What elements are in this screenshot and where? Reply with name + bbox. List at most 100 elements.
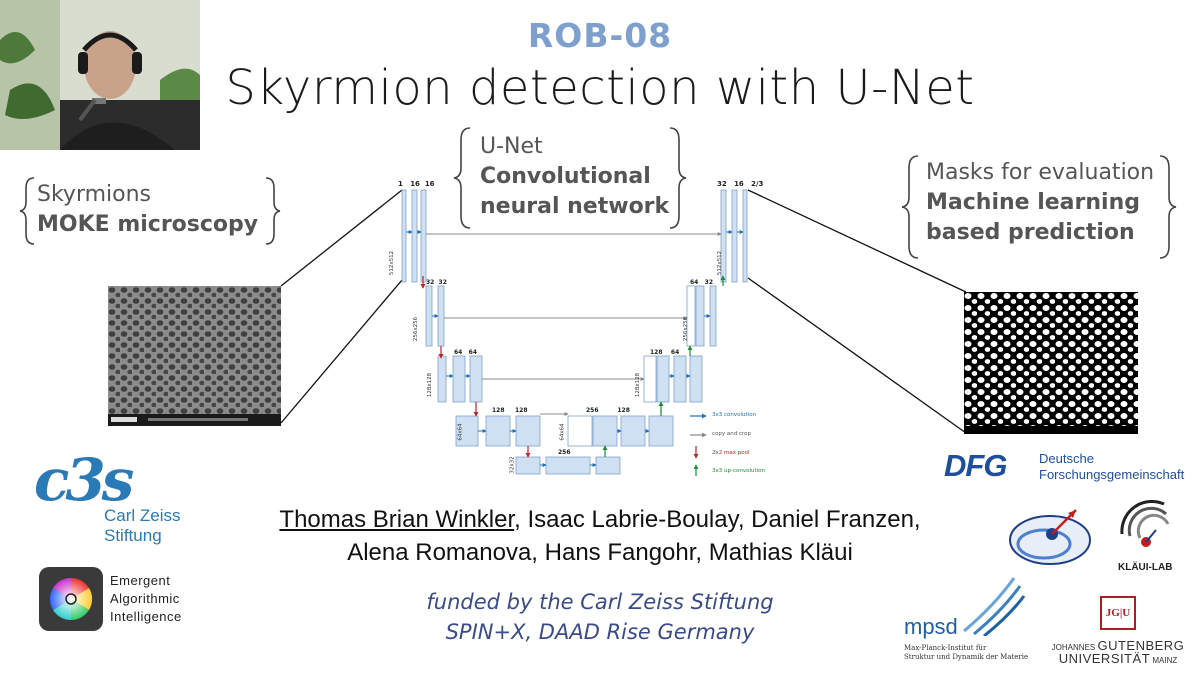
unet-legend-upconv: 3x3 up-convolution (712, 468, 766, 474)
eai-text-line3: Intelligence (110, 609, 182, 624)
dfg-text: Deutsche Forschungsgemeinschaft (1039, 451, 1184, 483)
eai-text-line1: Emergent (110, 573, 171, 588)
unet-channel-label: 64 (468, 349, 477, 356)
unet-level4-left-channels: 128 128 (492, 407, 528, 414)
unet-channel-label: 64 (670, 349, 680, 356)
left-label-group: Skyrmions MOKE microscopy (18, 176, 283, 246)
unet-level3-right-channels: 128 64 (650, 349, 679, 356)
mpsd-mark: mpsd (904, 614, 958, 639)
czs-text-line2: Stiftung (104, 526, 162, 545)
right-label-line2: Machine learning (926, 190, 1140, 215)
czs-mark: c3s (34, 446, 134, 514)
left-label-line2: MOKE microscopy (37, 212, 259, 237)
author-list: Thomas Brian Winkler, Isaac Labrie-Boula… (200, 503, 1000, 569)
center-label-group: U-Net Convolutional neural network (452, 126, 688, 230)
unet-channel-label: 128 (617, 407, 630, 414)
jgu-mark: JG|U (1100, 596, 1136, 630)
unet-dim-label: 256x256 (413, 316, 420, 342)
jgu-text-part: MAINZ (1150, 656, 1178, 665)
unet-diagram: 1 16 16 32 16 2/3 32 32 64 32 64 64 128 … (389, 176, 790, 476)
unet-channel-label: 128 (492, 407, 505, 414)
unet-channel-label: 64 (454, 349, 463, 356)
unet-diagram-shapes (401, 189, 748, 476)
unet-dim-label: 512x512 (389, 250, 396, 276)
center-brace-open-icon (453, 127, 471, 229)
center-label-line1: U-Net (480, 134, 543, 159)
dfg-text-line2: Forschungsgemeinschaft (1039, 467, 1185, 482)
unet-dim-label: 64x64 (457, 423, 464, 441)
unet-legend-copy: copy and crop (712, 431, 751, 437)
jgu-text-part: JOHANNES (1051, 643, 1098, 652)
unet-level3-left-channels: 64 64 (454, 349, 477, 356)
emergent-algorithmic-intelligence-logo: Emergent Algorithmic Intelligence (38, 566, 198, 636)
left-label-line1: Skyrmions (37, 182, 152, 207)
unet-channel-label: 1 (398, 180, 403, 188)
unet-channel-label: 16 (410, 180, 420, 188)
unet-bottom-channels: 256 (558, 449, 571, 456)
unet-top-right-channels: 32 16 2/3 (717, 180, 763, 188)
dfg-text-line1: Deutsche (1039, 451, 1094, 466)
presenter-webcam (0, 0, 200, 150)
unet-level2-left-channels: 32 32 (426, 279, 447, 286)
unet-legend-pool: 2x2 max pool (712, 450, 750, 456)
eai-text: Emergent Algorithmic Intelligence (110, 572, 182, 626)
unet-dim-label: 32x32 (509, 456, 516, 474)
unet-channel-label: 32 (426, 279, 435, 286)
unet-level4-right-channels: 256 128 (586, 407, 630, 414)
right-brace-close-icon (1159, 155, 1177, 259)
mpsd-text-line2: Struktur und Dynamik der Materie (904, 653, 1029, 661)
carl-zeiss-stiftung-logo: c3s Carl Zeiss Stiftung (34, 446, 194, 550)
left-brace-open-icon (19, 177, 35, 245)
funding-line-1: funded by the Carl Zeiss Stiftung (426, 590, 774, 614)
spin-logo-icon (1009, 509, 1091, 565)
center-label-line3: neural network (480, 194, 670, 219)
jgu-logo: JG|U JOHANNES GUTENBERG UNIVERSITÄT MAIN… (1044, 596, 1192, 668)
unet-channel-label: 256 (586, 407, 599, 414)
unet-channel-label: 128 (650, 349, 663, 356)
first-author: Thomas Brian Winkler (279, 506, 515, 533)
unet-dim-label: 128x128 (427, 372, 434, 398)
slide-title: Skyrmion detection with U-Net (225, 60, 975, 116)
unet-channel-label: 2/3 (751, 180, 764, 188)
moke-microscopy-image (108, 286, 281, 426)
eai-color-wheel-icon (39, 567, 103, 631)
dfg-mark: DFG (944, 448, 1007, 483)
funding-line-2: SPIN+X, DAAD Rise Germany (445, 620, 755, 644)
author-line-1-rest: , Isaac Labrie-Boulay, Daniel Franzen, (514, 506, 921, 533)
right-label-line3: based prediction (926, 220, 1135, 245)
dfg-logo: DFG Deutsche Forschungsgemeinschaft (944, 448, 1194, 488)
unet-dim-label: 256x256 (683, 316, 690, 342)
unet-channel-label: 32 (704, 279, 713, 286)
unet-top-left-channels: 1 16 16 (398, 180, 435, 188)
right-label-line1: Masks for evaluation (926, 160, 1155, 185)
mpsd-logo: mpsd Max-Planck-Institut für Struktur un… (904, 576, 1040, 666)
jgu-text-part: UNIVERSITÄT (1058, 651, 1151, 666)
jgu-text-line2: UNIVERSITÄT MAINZ (1044, 651, 1192, 666)
eai-text-line2: Algorithmic (110, 591, 180, 606)
center-label-line2: Convolutional (480, 164, 651, 189)
klaui-lab-logo: KLÄUI-LAB (1110, 494, 1190, 580)
unet-level2-right-channels: 64 32 (690, 279, 713, 286)
right-brace-open-icon (901, 155, 919, 259)
unet-channel-label: 128 (514, 407, 528, 414)
left-brace-close-icon (265, 177, 281, 245)
right-label-group: Masks for evaluation Machine learning ba… (900, 154, 1178, 260)
unet-channel-label: 64 (690, 279, 699, 286)
session-code: ROB-08 (527, 16, 673, 55)
author-line-2: Alena Romanova, Hans Fangohr, Mathias Kl… (347, 539, 853, 566)
unet-dim-label: 128x128 (635, 372, 642, 398)
jgu-text-line1: JOHANNES GUTENBERG (1044, 638, 1192, 653)
unet-channel-label: 16 (734, 180, 744, 188)
unet-channel-label: 32 (438, 279, 447, 286)
mpsd-wave-icon (963, 577, 1026, 636)
funding-info: funded by the Carl Zeiss Stiftung SPIN+X… (300, 587, 900, 647)
mpsd-text-line1: Max-Planck-Institut für (904, 644, 987, 652)
jgu-text-part: GUTENBERG (1097, 638, 1185, 653)
prediction-mask-image (964, 292, 1138, 434)
unet-channel-label: 32 (717, 180, 727, 188)
author-line-1: Thomas Brian Winkler, Isaac Labrie-Boula… (200, 503, 1000, 536)
unet-dim-label: 64x64 (559, 423, 566, 441)
unet-channel-label: 16 (424, 180, 435, 188)
unet-legend-conv: 3x3 convolution (712, 412, 757, 418)
